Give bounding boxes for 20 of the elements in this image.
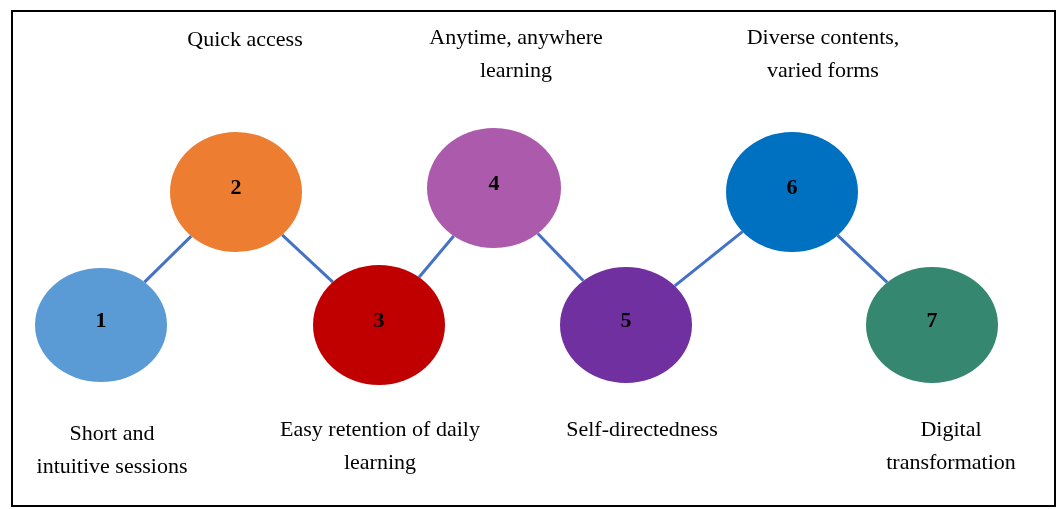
step-caption: Quick access: [186, 25, 304, 53]
step-number: 1: [95, 307, 107, 333]
step-number: 3: [373, 307, 385, 333]
step-number: 2: [230, 174, 242, 200]
step-caption: Anytime, anywhere learning: [428, 23, 604, 84]
step-caption: Self-directedness: [565, 415, 719, 443]
step-number: 5: [620, 307, 632, 333]
connector-line: [836, 234, 889, 284]
step-number: 6: [786, 174, 798, 200]
connector-line: [673, 230, 744, 288]
connector-line: [536, 232, 585, 282]
step-number: 7: [926, 307, 938, 333]
step-caption: Diverse contents, varied forms: [745, 23, 901, 84]
step-caption: Digital transformation: [885, 415, 1017, 476]
step-number: 4: [488, 170, 500, 196]
step-caption: Easy retention of daily learning: [280, 415, 480, 476]
step-caption: Short and intuitive sessions: [35, 419, 189, 480]
connector-line: [143, 235, 193, 284]
connector-line: [417, 235, 455, 279]
connector-line: [281, 233, 334, 284]
